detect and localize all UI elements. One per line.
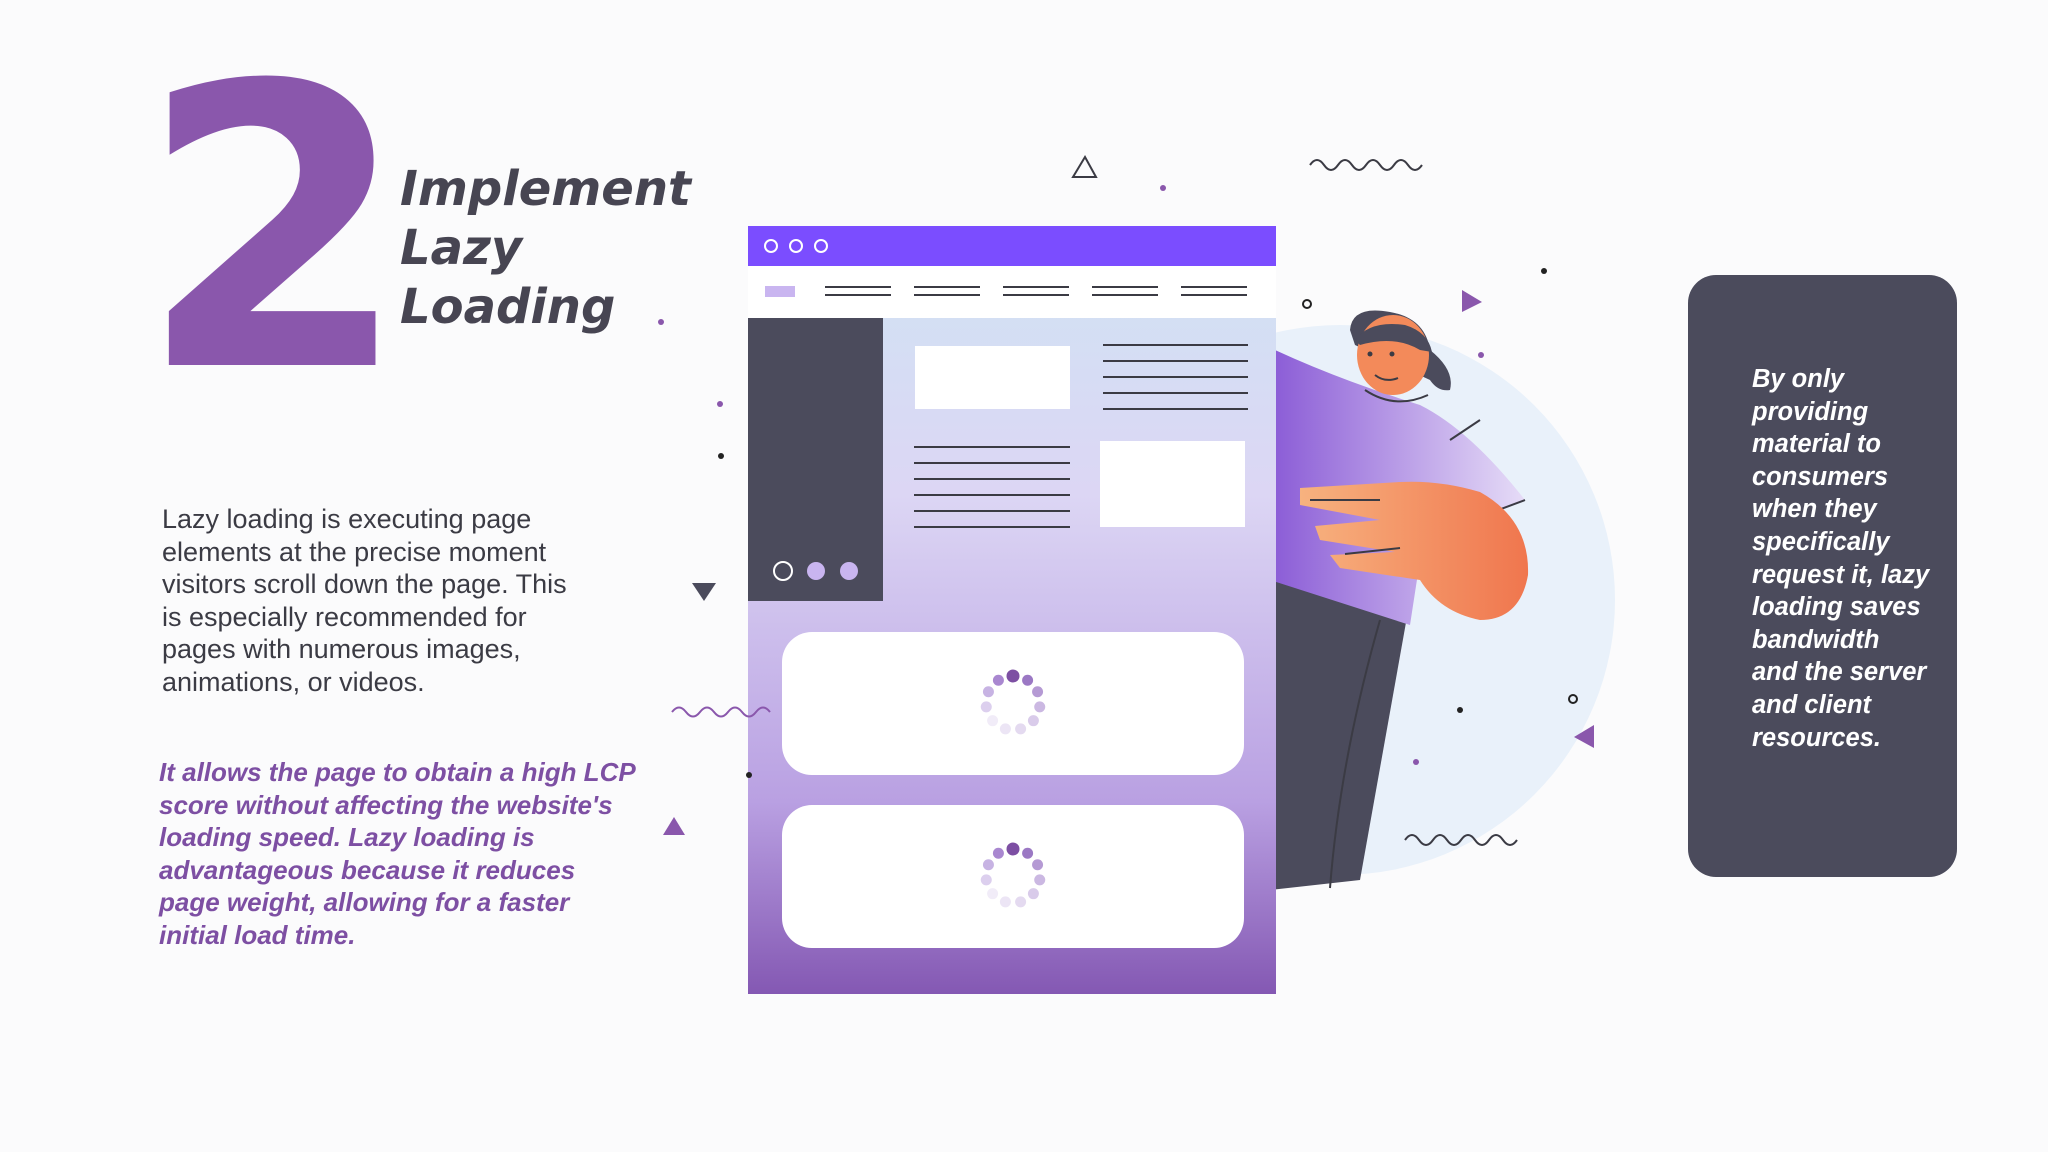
spinner-dot [1015, 896, 1027, 908]
spinner-dot [980, 874, 992, 886]
text-line: is especially recommended for [162, 601, 527, 632]
spinner-dot [1006, 842, 1020, 856]
window-control-icon [814, 239, 828, 253]
info-card-text: By only providing material to consumers … [1752, 363, 1957, 754]
dot-icon [1160, 185, 1166, 191]
browser-window [748, 226, 1276, 994]
dot-icon [1302, 299, 1312, 309]
text-line: page weight, allowing for a faster [159, 887, 570, 918]
text-line: score without affecting the website's [159, 789, 613, 820]
browser-top-bar [748, 226, 1276, 266]
text-line: Lazy loading is executing page [162, 504, 532, 534]
spinner-dot [1006, 669, 1020, 683]
text-line: consumers [1752, 462, 1889, 491]
spinner-dot [999, 896, 1011, 908]
spinner-dot [1032, 859, 1044, 871]
text-lines [914, 344, 1248, 528]
spinner-dot [1015, 723, 1027, 735]
spinner-dot [987, 715, 999, 727]
highlight-paragraph: It allows the page to obtain a high LCP … [159, 756, 636, 952]
loading-spinner-icon [980, 669, 1046, 735]
page-title: Implement Lazy Loading [400, 160, 730, 337]
spinner-dot [1022, 847, 1034, 859]
spinner-dot [999, 723, 1011, 735]
nav-logo-placeholder [765, 286, 795, 297]
text-line: resources. [1752, 723, 1881, 752]
spinner-dot [1027, 715, 1039, 727]
page-sidebar [748, 318, 883, 601]
text-line: elements at the precise moment [162, 536, 547, 567]
text-line: and client [1752, 690, 1872, 719]
nav-menu-lines [825, 286, 1247, 296]
image-placeholder [915, 346, 1070, 409]
spinner-dot [992, 674, 1004, 686]
text-line: initial load time. [159, 919, 356, 950]
spinner-dot [982, 859, 994, 871]
spinner-dot [982, 686, 994, 698]
wave-icon [1404, 834, 1518, 846]
wave-icon [671, 706, 771, 718]
dot-icon [1478, 352, 1484, 358]
decorative-shapes [658, 154, 1594, 846]
spinner-dot [992, 847, 1004, 859]
text-line: pages with numerous images, [162, 634, 521, 665]
text-line: By only [1752, 365, 1845, 393]
spinner-dot [980, 701, 992, 713]
loading-spinner-icon [980, 842, 1046, 908]
text-line: specifically [1752, 527, 1890, 556]
dot-icon [658, 319, 664, 325]
person-illustration [1270, 310, 1529, 890]
text-line: animations, or videos. [162, 666, 425, 697]
dot-icon [1457, 707, 1463, 713]
step-number: 2 [138, 3, 409, 457]
dot-icon [1413, 759, 1419, 765]
spinner-dot [1027, 888, 1039, 900]
dot-icon [746, 772, 752, 778]
window-control-icon [764, 239, 778, 253]
title-line: Implement [400, 161, 691, 217]
person-hand [1300, 481, 1529, 620]
dot-icon [717, 401, 723, 407]
image-placeholder [1100, 441, 1245, 527]
spinner-dot [987, 888, 999, 900]
text-line: advantageous because it reduces [159, 854, 576, 885]
person-pants [1270, 580, 1410, 890]
spinner-dot [1034, 874, 1046, 886]
slider-dot-icon [807, 562, 825, 580]
spinner-dot [1032, 686, 1044, 698]
triangle-icon [1071, 154, 1098, 178]
text-line: providing [1752, 397, 1869, 426]
title-line: Lazy [400, 220, 523, 276]
loading-card [782, 632, 1244, 775]
triangle-icon [663, 817, 685, 835]
text-line: It allows the page to obtain a high LCP [159, 757, 636, 787]
text-line: visitors scroll down the page. This [162, 569, 567, 600]
text-line: and the server [1752, 658, 1927, 687]
dot-icon [1541, 268, 1547, 274]
text-line: loading saves [1752, 593, 1921, 622]
text-line: request it, lazy [1752, 560, 1930, 589]
text-line: material to [1752, 430, 1881, 459]
info-card: By only providing material to consumers … [1688, 275, 1957, 877]
text-line: bandwidth [1752, 625, 1880, 654]
dot-icon [718, 453, 724, 459]
triangle-icon [692, 583, 716, 601]
slider-dot-icon [773, 561, 793, 581]
loading-card [782, 805, 1244, 948]
title-line: Loading [400, 279, 616, 335]
window-control-icon [789, 239, 803, 253]
text-line: when they [1752, 495, 1877, 524]
spinner-dot [1022, 674, 1034, 686]
triangle-icon [1574, 725, 1594, 748]
slider-dot-icon [840, 562, 858, 580]
wave-icon [1309, 159, 1423, 171]
text-line: loading speed. Lazy loading is [159, 822, 535, 853]
triangle-icon [1462, 290, 1482, 312]
dot-icon [1568, 694, 1578, 704]
spinner-dot [1034, 701, 1046, 713]
description-paragraph: Lazy loading is executing page elements … [162, 503, 582, 699]
